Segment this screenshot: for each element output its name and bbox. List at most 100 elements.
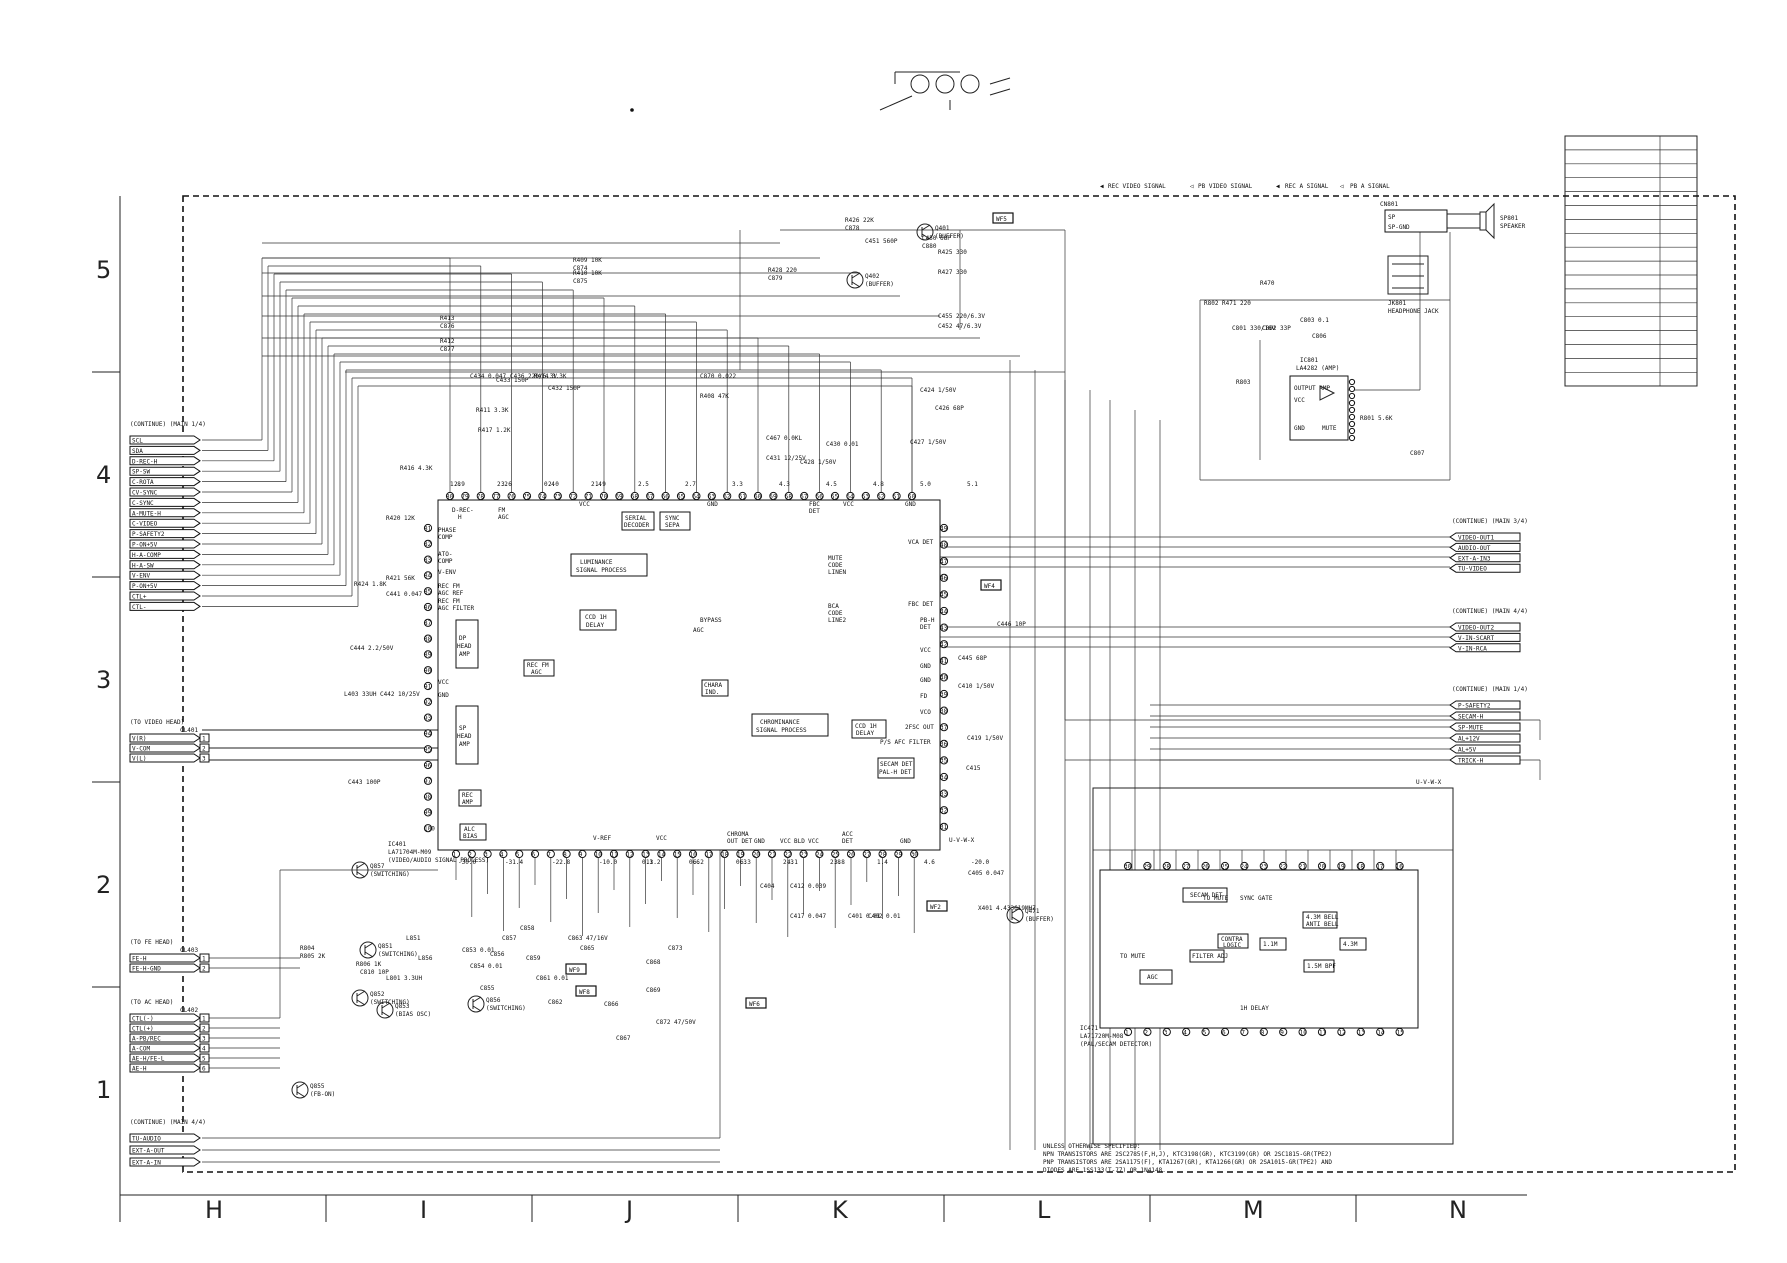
component-label: C855	[480, 985, 495, 992]
component-label: R427 330	[938, 269, 967, 276]
svg-text:TO MUTE: TO MUTE	[1203, 895, 1229, 902]
svg-text:AGC: AGC	[1147, 974, 1158, 981]
ic401-pin-41: 41	[940, 658, 948, 665]
ic401-pin-31: 31	[940, 824, 948, 831]
right-conn-label-g3-3: AL+12V	[1458, 736, 1480, 743]
svg-text:REC VIDEO SIGNAL: REC VIDEO SIGNAL	[1108, 183, 1166, 190]
left-conn-label-main1-6: C-SYNC	[132, 500, 154, 507]
svg-text:SYNC: SYNC	[665, 515, 680, 522]
svg-text:1H DELAY: 1H DELAY	[1240, 1005, 1269, 1012]
left-conn-fe_head-1	[129, 963, 201, 973]
ic471-desc: (PAL/SECAM DETECTOR)	[1080, 1041, 1152, 1048]
sp-head-amp	[455, 705, 479, 765]
ic401-pin-58: 58	[785, 494, 793, 501]
svg-text:◀: ◀	[1100, 183, 1104, 190]
ic401-pin-82: 82	[424, 541, 432, 548]
left-conn-main1-0	[129, 435, 201, 445]
ic401-pin-73: 73	[554, 494, 562, 501]
board-outline	[182, 195, 1736, 1173]
right-conn-label-g3-1: SECAM-H	[1458, 714, 1484, 721]
ic801-ref: IC801	[1300, 357, 1318, 364]
left-conn-label-main1-7: A-MUTE-H	[132, 510, 161, 517]
component-label: C455 220/6.3V	[938, 313, 985, 320]
left-conn-label-main4-2: EXT-A-IN	[132, 1160, 161, 1167]
left-conn-label-main1-5: CV-SYNC	[132, 490, 158, 497]
ccd-delay-2	[851, 719, 887, 739]
left-conn-main1-13	[129, 570, 201, 580]
component-label: L856	[418, 955, 433, 962]
ic401-pin-29: 29	[895, 852, 903, 859]
left-conn-main1-9	[129, 529, 201, 539]
serial-decoder	[621, 511, 655, 531]
svg-text:DELAY: DELAY	[586, 622, 604, 629]
svg-text:DET: DET	[920, 624, 931, 631]
ic401-pin-96: 96	[424, 762, 432, 769]
left-conn-fe_head-0	[129, 953, 201, 963]
component-label: C863 47/16V	[568, 935, 608, 942]
left-conn-label-ac_head-3: A-COM	[132, 1046, 150, 1053]
voltage-label: 13.2	[646, 859, 661, 866]
ic401-pin-49: 49	[940, 525, 948, 532]
ic401-pin-100: 100	[424, 826, 435, 833]
component-label: R416 4.3K	[400, 465, 433, 472]
ic401-pin-9: 9	[579, 852, 583, 859]
transistor-label-Q853: (BIAS OSC)	[395, 1011, 431, 1018]
ic471-pin-9: 9	[1280, 1030, 1284, 1037]
left-group-title-ac_head: (TO AC HEAD)	[130, 999, 173, 1006]
transistor-label-Q855: (FB-ON)	[310, 1091, 335, 1098]
left-group-title-main1: (CONTINUE) (MAIN 1/4)	[130, 421, 206, 428]
ic401-pin-34: 34	[940, 774, 948, 781]
svg-text:COMP: COMP	[438, 558, 453, 565]
component-label: C430 0.01	[826, 441, 859, 448]
component-label: C874	[573, 265, 588, 272]
svg-text:GND: GND	[754, 838, 765, 845]
ic471-pin-19: 19	[1337, 864, 1345, 871]
transistor-label-Q857: (SWITCHING)	[370, 871, 410, 878]
speaker-conn: CN801	[1380, 201, 1398, 208]
transistor-icon	[1006, 906, 1024, 924]
component-label: C419 1/50V	[967, 735, 1004, 742]
svg-text:CCD 1H: CCD 1H	[585, 614, 607, 621]
svg-text:GND: GND	[920, 677, 931, 684]
right-conn-g3-2	[1449, 722, 1521, 732]
voltage-label: 1.8	[450, 481, 461, 488]
right-conn-label-g2-2: V-IN-RCA	[1458, 645, 1487, 652]
ic471-pin-4: 4	[1183, 1030, 1187, 1037]
voltage-label: -22.8	[552, 859, 570, 866]
voltage-label: -31.4	[505, 859, 523, 866]
transistor-icon	[376, 1001, 394, 1019]
secam-det	[877, 757, 915, 779]
svg-text:SIGNAL PROCESS: SIGNAL PROCESS	[756, 727, 807, 734]
ic401-pin-99: 99	[424, 810, 432, 817]
left-conn-num-video_head-1: 2	[202, 746, 206, 753]
voltage-label: 4.1	[787, 859, 798, 866]
ic401-pin-91: 91	[424, 683, 432, 690]
ic401-pin-26: 26	[848, 852, 856, 859]
ic401-pin-11: 11	[611, 852, 619, 859]
component-label: L403 33UH	[344, 691, 377, 698]
ic401-pin-40: 40	[940, 675, 948, 682]
ic401-pin-61: 61	[739, 494, 747, 501]
svg-text:FM: FM	[498, 507, 506, 514]
svg-text:GND: GND	[1294, 425, 1305, 432]
left-group-ref-video_head: CL401	[180, 727, 198, 734]
col-label-L: L	[1037, 1196, 1051, 1224]
ic401-part: LA71704M-M09	[388, 849, 432, 856]
left-conn-num-fe_head-1: 2	[202, 966, 206, 973]
component-label: C865	[580, 945, 595, 952]
ic471-pin-23: 23	[1260, 864, 1268, 871]
ic471-pin-15: 15	[1397, 1030, 1405, 1037]
ic401-pin-33: 33	[940, 791, 948, 798]
svg-text:IND.: IND.	[705, 689, 719, 696]
left-conn-num-ac_head-5: 6	[202, 1066, 206, 1073]
svg-text:REC FM: REC FM	[527, 662, 549, 669]
left-conn-label-ac_head-4: AE-H/FE-L	[132, 1056, 165, 1063]
left-conn-label-ac_head-2: A-PB/REC	[132, 1036, 161, 1043]
left-conn-label-main1-0: SCL	[132, 438, 143, 445]
svg-text:P/S AFC FILTER: P/S AFC FILTER	[880, 739, 931, 746]
svg-text:TO MUTE: TO MUTE	[1120, 953, 1146, 960]
header-symbol-icon	[630, 71, 1011, 112]
voltage-label: 3.3	[732, 481, 743, 488]
ic401-pin-43: 43	[940, 625, 948, 632]
svg-text:AGC: AGC	[498, 514, 509, 521]
